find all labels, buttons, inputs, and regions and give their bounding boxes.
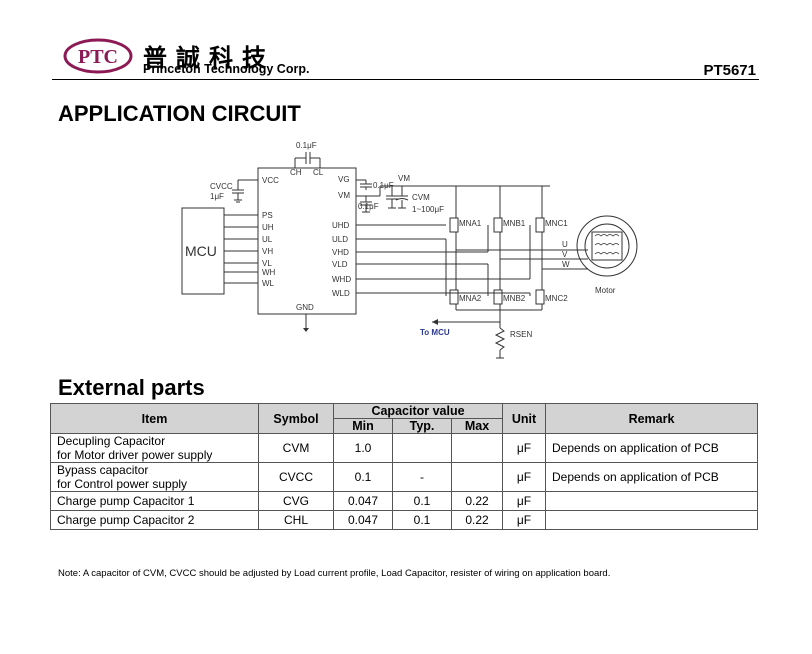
header-divider xyxy=(52,79,759,80)
typ-cell: 0.1 xyxy=(392,491,452,511)
header-item: Item xyxy=(50,403,259,434)
max-cell xyxy=(451,462,503,492)
wld-pin-label: WLD xyxy=(332,289,350,298)
header-capacitor-value: Capacitor value xyxy=(333,403,503,419)
table-row: Charge pump Capacitor 2 CHL 0.047 0.1 0.… xyxy=(50,510,758,530)
min-cell: 0.047 xyxy=(333,510,393,530)
vm-capacitor-label: 0.1μF xyxy=(358,202,379,211)
item-line2: for Control power supply xyxy=(57,477,188,491)
motor-label: Motor xyxy=(595,286,616,295)
uhd-pin-label: UHD xyxy=(332,221,350,230)
vh-pin-label: VH xyxy=(262,247,273,256)
unit-cell: μF xyxy=(502,510,546,530)
to-mcu-label: To MCU xyxy=(420,328,450,337)
cl-pin-label: CL xyxy=(313,168,324,177)
remark-cell xyxy=(545,491,758,511)
header-symbol: Symbol xyxy=(258,403,334,434)
logo-text: PTC xyxy=(78,46,118,68)
mnc2-label: MNC2 xyxy=(545,294,568,303)
remark-cell: Depends on application of PCB xyxy=(545,462,758,492)
external-parts-title: External parts xyxy=(58,375,205,400)
remark-cell xyxy=(545,510,758,530)
header-max: Max xyxy=(451,418,503,434)
typ-cell xyxy=(392,433,452,463)
external-parts-table: Item Symbol Capacitor value Unit Remark … xyxy=(50,403,758,530)
whd-pin-label: WHD xyxy=(332,275,351,284)
header-unit: Unit xyxy=(502,403,546,434)
ptc-logo: PTC xyxy=(63,38,133,74)
driver-ic-block xyxy=(257,167,357,315)
cvcc-value: 1μF xyxy=(210,192,224,201)
max-cell xyxy=(451,433,503,463)
item-cell: Charge pump Capacitor 1 xyxy=(50,491,259,511)
unit-cell: μF xyxy=(502,491,546,511)
unit-cell: μF xyxy=(502,462,546,492)
application-circuit-title: APPLICATION CIRCUIT xyxy=(58,101,301,126)
typ-cell: 0.1 xyxy=(392,510,452,530)
unit-cell: μF xyxy=(502,433,546,463)
item-line2: for Motor driver power supply xyxy=(57,448,213,462)
wl-pin-label: WL xyxy=(262,279,275,288)
table-row: Charge pump Capacitor 1 CVG 0.047 0.1 0.… xyxy=(50,491,758,511)
item-cell: Charge pump Capacitor 2 xyxy=(50,510,259,530)
application-circuit-diagram: MCU VCC CH CL VG VM GND PS UH UL VH VL W… xyxy=(181,141,638,359)
cvm-value: 1~100μF xyxy=(412,205,444,214)
vg-capacitor-label: 0.1μF xyxy=(373,181,394,190)
phase-w-label: W xyxy=(562,260,570,269)
symbol-cell: CHL xyxy=(258,510,334,530)
ps-pin-label: PS xyxy=(262,211,273,220)
footnote: Note: A capacitor of CVM, CVCC should be… xyxy=(58,568,611,579)
gnd-pin-label: GND xyxy=(296,303,314,312)
mna1-label: MNA1 xyxy=(459,219,482,228)
item-line1: Decupling Capacitor xyxy=(57,434,166,448)
min-cell: 0.1 xyxy=(333,462,393,492)
typ-cell: - xyxy=(392,462,452,492)
ch-pin-label: CH xyxy=(290,168,302,177)
mnc1-label: MNC1 xyxy=(545,219,568,228)
min-cell: 1.0 xyxy=(333,433,393,463)
part-number: PT5671 xyxy=(703,62,756,79)
symbol-cell: CVM xyxy=(258,433,334,463)
max-cell: 0.22 xyxy=(451,510,503,530)
vm-pin-label: VM xyxy=(338,191,350,200)
vld-pin-label: VLD xyxy=(332,260,348,269)
rsen-label: RSEN xyxy=(510,330,532,339)
symbol-cell: CVG xyxy=(258,491,334,511)
mnb1-label: MNB1 xyxy=(503,219,526,228)
mnb2-label: MNB2 xyxy=(503,294,526,303)
vg-pin-label: VG xyxy=(338,175,350,184)
header-remark: Remark xyxy=(545,403,758,434)
wh-pin-label: WH xyxy=(262,268,276,277)
max-cell: 0.22 xyxy=(451,491,503,511)
uh-pin-label: UH xyxy=(262,223,274,232)
phase-v-label: V xyxy=(562,250,568,259)
vhd-pin-label: VHD xyxy=(332,248,349,257)
company-name-chinese: 普誠科技 xyxy=(143,44,275,72)
symbol-cell: CVCC xyxy=(258,462,334,492)
cvcc-label: CVCC xyxy=(210,182,233,191)
vl-pin-label: VL xyxy=(262,259,272,268)
min-cell: 0.047 xyxy=(333,491,393,511)
cvm-label: CVM xyxy=(412,193,430,202)
mcu-label: MCU xyxy=(185,243,217,259)
item-line1: Bypass capacitor xyxy=(57,463,149,477)
vcc-pin-label: VCC xyxy=(262,176,279,185)
uld-pin-label: ULD xyxy=(332,235,348,244)
remark-cell: Depends on application of PCB xyxy=(545,433,758,463)
header-typ: Typ. xyxy=(392,418,452,434)
chcl-capacitor-label: 0.1μF xyxy=(296,141,317,150)
phase-u-label: U xyxy=(562,240,568,249)
header-min: Min xyxy=(333,418,393,434)
ul-pin-label: UL xyxy=(262,235,273,244)
mna2-label: MNA2 xyxy=(459,294,482,303)
vm-rail-label: VM xyxy=(398,174,410,183)
company-name-english: Princeton Technology Corp. xyxy=(143,62,310,76)
